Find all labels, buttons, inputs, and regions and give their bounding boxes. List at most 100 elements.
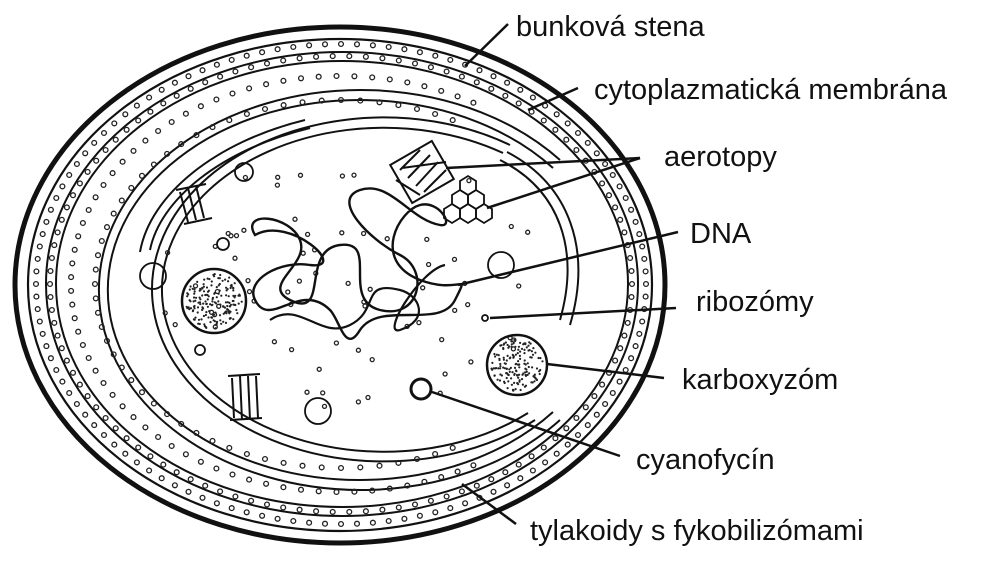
stipple-dot [203,323,206,326]
stipple-dot [518,373,521,376]
phycobilisome-dot [616,378,623,385]
phycobilisome-dot [447,505,454,512]
phycobilisome-dot [401,46,408,53]
stipple-dot [220,322,223,325]
phycobilisome-dot [574,129,582,137]
stipple-dot [499,373,502,376]
cytoplasm-speckle [511,337,517,343]
phycobilisome-dot [199,494,206,501]
stipple-dot [506,354,509,357]
cytoplasm-speckle [367,286,373,292]
phycobilisome-dot [123,435,130,442]
stipple-dot [194,299,197,302]
stipple-dot [496,378,499,381]
stipple-dot [205,293,208,296]
phycobilisome-dot [53,366,60,374]
phycobilisome-dot [395,504,402,511]
stipple-dot [227,295,230,298]
phycobilisome-dot [103,224,111,231]
phycobilisome-dot [147,108,154,115]
phycobilisome-dot [386,76,393,83]
phycobilisome-dot [51,319,58,326]
stipple-dot [222,305,225,308]
stipple-dot [498,379,502,382]
stipple-dot [505,372,508,375]
phycobilisome-dot [337,96,345,104]
stipple-dot [199,287,202,290]
phycobilisome-dot [602,160,609,168]
phycobilisome-dot [540,117,547,124]
stipple-dot [207,316,210,319]
phycobilisome-dot [100,129,108,137]
stipple-dot [211,296,215,299]
phycobilisome-dot [290,43,297,51]
gas-vesicle-stack-1 [388,139,456,205]
phycobilisome-dot [213,465,220,472]
phycobilisome-dot [351,73,358,80]
phycobilisome-dot [476,67,483,74]
stipple-dot [517,360,520,363]
stipple-dot [227,308,230,311]
stipple-dot [202,283,205,286]
stipple-dot [224,321,228,324]
phycobilisome-dot [69,369,77,376]
stipple-dot [208,310,211,313]
phycobilisome-dot [142,137,149,144]
phycobilisome-dot [73,400,80,408]
stipple-dot [508,357,511,360]
phycobilisome-dot [432,509,439,516]
stipple-dot [213,291,216,294]
stipple-dot [229,286,232,290]
stipple-dot [517,348,520,351]
phycobilisome-dot [71,315,78,322]
phycobilisome-dot [351,488,358,495]
stipple-dot [228,305,231,308]
phycobilisome-dot [48,254,55,262]
phycobilisome-dot [385,43,392,51]
stipple-dot [510,377,513,380]
phycobilisome-dot [313,508,320,515]
phycobilisome-dot [111,120,118,127]
phycobilisome-dot [362,53,369,60]
stipple-dot [224,278,227,281]
phycobilisome-dot [119,158,126,165]
stipple-dot [210,280,213,283]
stipple-dot [219,319,222,322]
phycobilisome-dot [528,453,535,460]
cytoplasm-speckle [360,230,367,237]
phycobilisome-dot [128,184,135,191]
stipple-dot [514,363,517,366]
cytoplasm-speckle [232,255,238,261]
phycobilisome-dot [92,266,99,273]
cytoplasm-speckle [439,336,445,343]
phycobilisome-dot [110,351,117,358]
phycobilisome-dot [574,431,582,439]
stipple-dot [525,346,528,349]
phycobilisome-dot [202,79,209,86]
cytoplasm-speckle [271,339,278,345]
cytoplasm-speckle [416,319,422,326]
phycobilisome-dot [160,461,167,468]
stipple-dot [191,310,194,313]
cell-wall [12,24,668,546]
phycobilisome-dot [628,280,636,288]
phycobilisome-dot [69,260,76,267]
stipple-dot [205,286,209,289]
phycobilisome-dot [628,267,635,275]
stipple-dot [209,321,212,324]
stipple-dot [523,348,526,351]
cytoplasm-inclusions [139,162,515,425]
phycobilisome-dot [313,53,320,60]
phycobilisome-dot [458,73,465,80]
phycobilisome-dot [443,493,450,500]
phycobilisome-dot [593,411,600,418]
stipple-dot [223,306,227,309]
phycobilisome-dot [321,41,329,48]
stipple-dot [226,304,229,308]
stipple-dot [202,290,206,293]
stipple-dot [513,338,516,342]
stipple-dot [232,294,235,297]
phycobilisome-dot [100,379,107,387]
phycobilisome-dot [624,319,631,326]
stipple-dot [240,300,243,303]
